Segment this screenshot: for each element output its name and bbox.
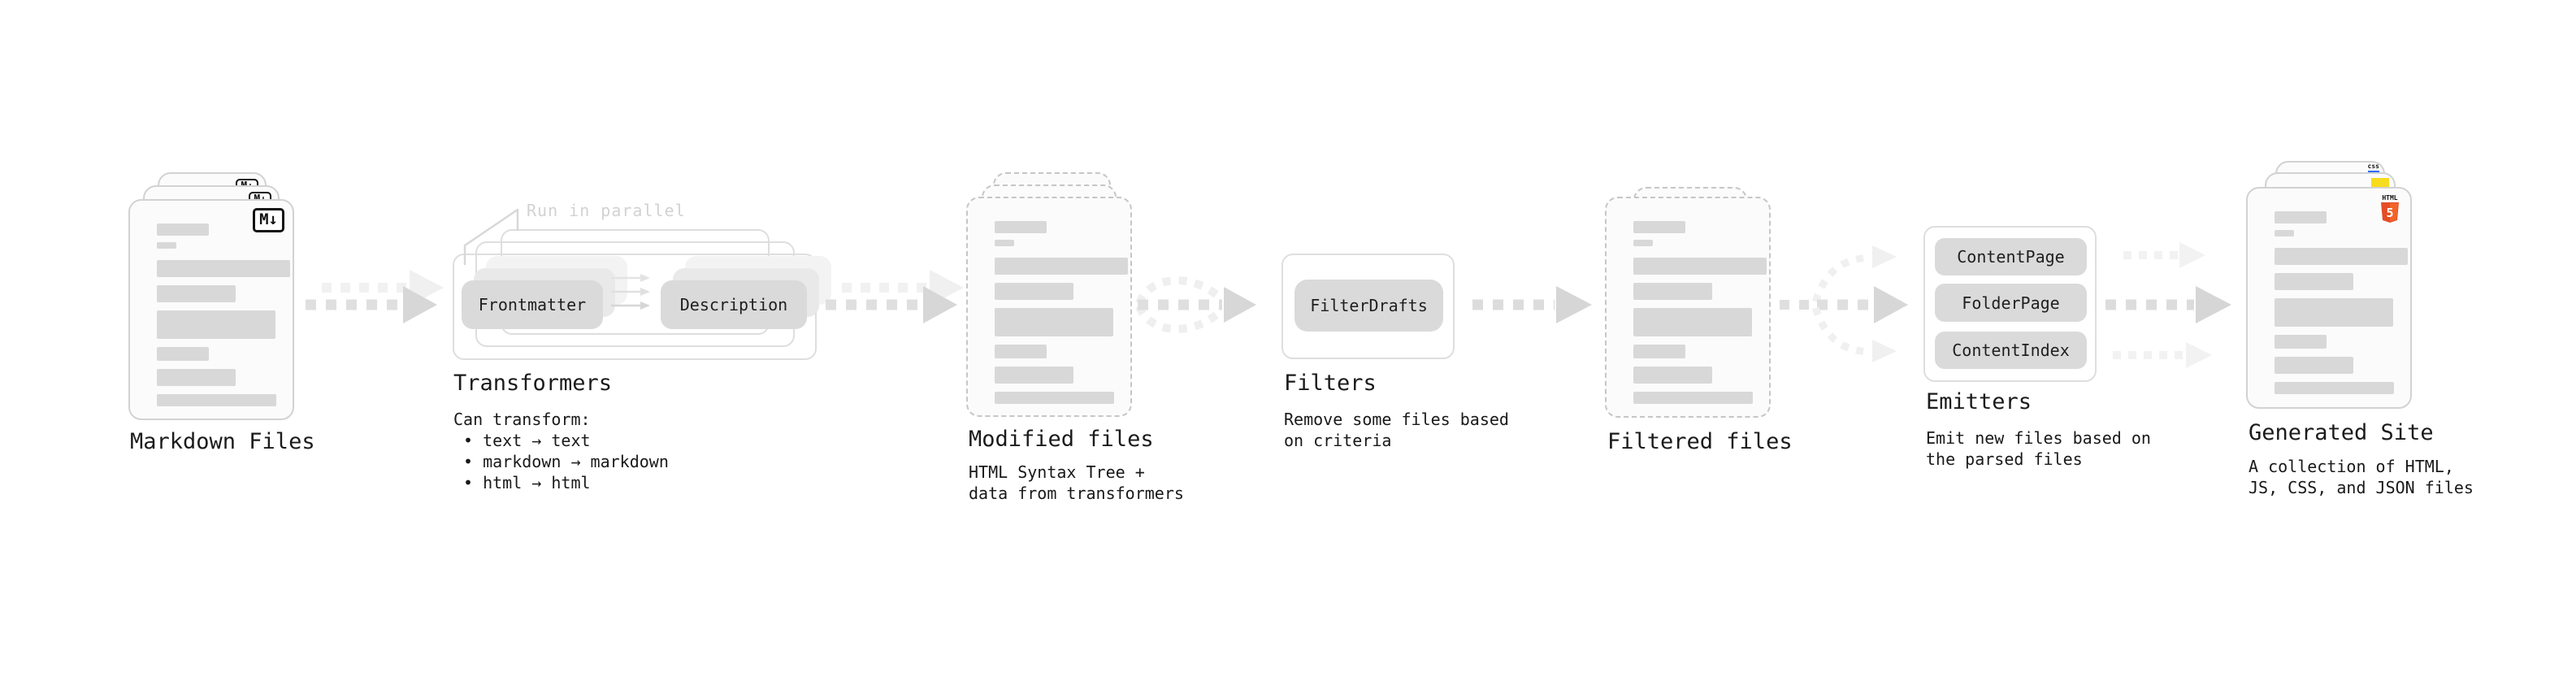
transformer-pill-description: Description xyxy=(661,280,807,329)
skeleton-bar xyxy=(1633,240,1653,246)
skeleton-bar xyxy=(995,392,1114,404)
html5-logo-icon: HTML 5 xyxy=(2381,194,2399,223)
stage-title-filtered-files: Filtered files xyxy=(1607,429,1793,454)
skeleton-bar xyxy=(1633,283,1712,300)
filtered-files-stack xyxy=(1605,187,1804,419)
document-card-dashed xyxy=(966,197,1132,417)
emitter-pill-folderpage: FolderPage xyxy=(1935,284,2087,322)
note-line: Can transform: xyxy=(453,410,591,429)
document-card: M↓ xyxy=(128,199,294,420)
skeleton-bar xyxy=(995,283,1073,300)
note-bullet: • html → html xyxy=(463,473,591,492)
stage-title-modified-files: Modified files xyxy=(969,427,1154,452)
document-skeleton xyxy=(1633,221,1767,404)
document-card-dashed xyxy=(1605,197,1771,418)
skeleton-bar xyxy=(2275,211,2327,223)
flow-arrow-icon xyxy=(1472,286,1592,323)
filters-note: Remove some files based on criteria xyxy=(1284,409,1509,451)
skeleton-bar xyxy=(995,345,1047,358)
emitter-pill-contentindex: ContentIndex xyxy=(1935,332,2087,369)
document-skeleton xyxy=(2275,211,2408,394)
skeleton-bar xyxy=(157,285,236,302)
emitter-pill-contentpage: ContentPage xyxy=(1935,238,2087,275)
transformers-note: Can transform: • text → text • markdown … xyxy=(453,409,669,493)
note-line: the parsed files xyxy=(1926,449,2083,469)
converging-arrow-icon xyxy=(1135,276,1256,333)
skeleton-bar xyxy=(1633,392,1753,404)
skeleton-bar xyxy=(2275,357,2353,374)
parallel-mini-arrows-icon xyxy=(611,274,650,310)
html5-logo-number: 5 xyxy=(2386,206,2393,220)
skeleton-bar xyxy=(157,242,176,249)
filter-pill-filterdrafts: FilterDrafts xyxy=(1295,280,1443,332)
skeleton-bar xyxy=(995,221,1047,233)
skeleton-bar xyxy=(2275,335,2327,349)
document-skeleton xyxy=(995,221,1128,404)
annotation-leader-line xyxy=(463,208,519,266)
stage-title-filters: Filters xyxy=(1284,371,1377,396)
skeleton-bar xyxy=(2275,273,2353,290)
stage-title-transformers: Transformers xyxy=(453,371,613,396)
modified-files-stack xyxy=(966,172,1165,418)
flow-arrow-dark xyxy=(826,286,957,323)
skeleton-bar xyxy=(157,369,236,386)
flow-arrow-icon xyxy=(826,270,964,323)
skeleton-bar xyxy=(157,260,290,277)
stage-title-emitters: Emitters xyxy=(1926,389,2032,414)
frontmatter-pill-stack: Frontmatter xyxy=(462,256,627,329)
emitters-note: Emit new files based on the parsed files xyxy=(1926,427,2151,470)
markdown-files-stack: M↓ M↓ M↓ xyxy=(128,172,327,420)
skeleton-bar xyxy=(1633,221,1685,233)
note-line: A collection of HTML, xyxy=(2249,457,2454,476)
note-line: Emit new files based on xyxy=(1926,428,2151,448)
html5-logo-label: HTML xyxy=(2382,194,2397,202)
skeleton-bar xyxy=(1633,308,1752,336)
skeleton-bar xyxy=(1633,345,1685,358)
skeleton-bar xyxy=(1633,367,1712,384)
description-pill-stack: Description xyxy=(661,256,831,329)
note-line: HTML Syntax Tree + xyxy=(969,462,1145,482)
note-line: data from transformers xyxy=(969,484,1184,503)
skeleton-bar xyxy=(157,394,276,406)
css-badge-icon: css xyxy=(2367,163,2379,173)
note-line: Remove some files based xyxy=(1284,410,1509,429)
note-bullet: • markdown → markdown xyxy=(463,452,669,471)
skeleton-bar xyxy=(995,240,1014,246)
filters-frame: FilterDrafts xyxy=(1281,254,1455,359)
document-skeleton xyxy=(157,223,290,406)
skeleton-bar xyxy=(157,310,275,339)
generated-site-note: A collection of HTML, JS, CSS, and JSON … xyxy=(2249,456,2474,498)
note-line: JS, CSS, and JSON files xyxy=(2249,478,2474,497)
triple-arrow-icon xyxy=(2105,242,2231,368)
skeleton-bar xyxy=(2275,382,2394,394)
run-in-parallel-annotation: Run in parallel xyxy=(527,201,686,220)
note-line: on criteria xyxy=(1284,431,1392,450)
flow-arrow-icon xyxy=(306,270,444,323)
stage-title-generated-site: Generated Site xyxy=(2249,420,2434,445)
skeleton-bar xyxy=(2275,248,2408,265)
js-badge-icon xyxy=(2371,178,2389,188)
generated-site-stack: css HTML 5 xyxy=(2246,161,2445,409)
skeleton-bar xyxy=(157,347,209,361)
stage-title-markdown-files: Markdown Files xyxy=(130,429,315,454)
document-card: HTML 5 xyxy=(2246,187,2412,409)
skeleton-bar xyxy=(995,367,1073,384)
modified-files-note: HTML Syntax Tree + data from transformer… xyxy=(969,462,1184,504)
skeleton-bar xyxy=(1633,258,1767,275)
markdown-badge-icon: M↓ xyxy=(253,208,284,232)
note-bullet: • text → text xyxy=(463,431,591,450)
diverging-arrow-icon xyxy=(1780,245,1908,362)
skeleton-bar xyxy=(157,223,209,236)
skeleton-bar xyxy=(995,308,1113,336)
skeleton-bar xyxy=(2275,230,2294,236)
skeleton-bar xyxy=(995,258,1128,275)
flow-arrow-dark xyxy=(306,286,437,323)
skeleton-bar xyxy=(2275,298,2393,327)
transformer-pill-frontmatter: Frontmatter xyxy=(462,280,603,329)
emitters-frame: ContentPage FolderPage ContentIndex xyxy=(1923,226,2097,382)
